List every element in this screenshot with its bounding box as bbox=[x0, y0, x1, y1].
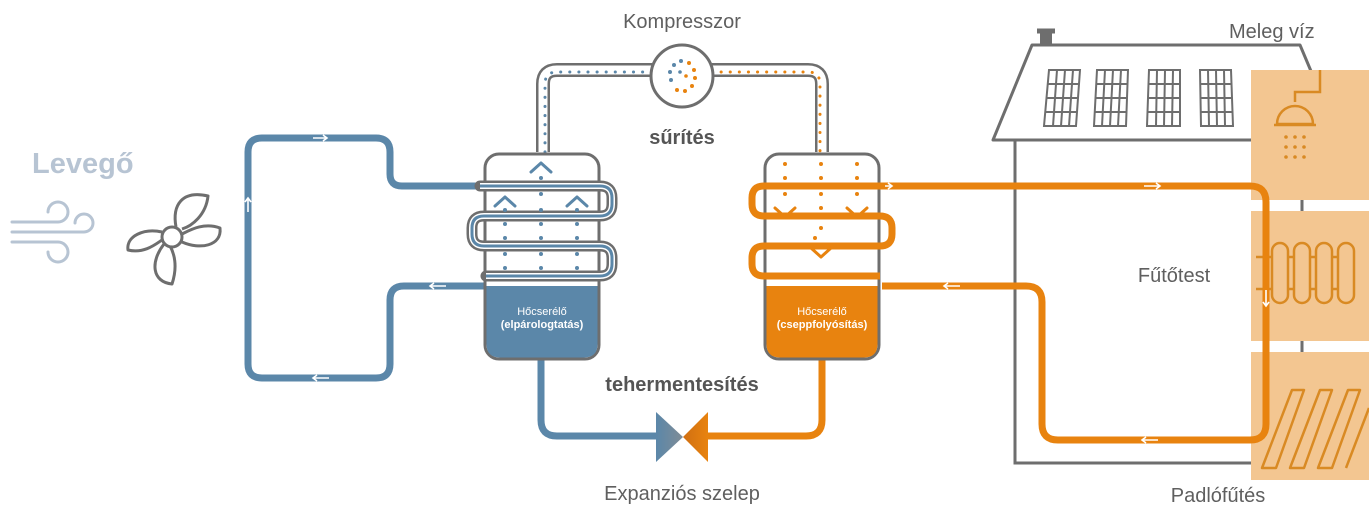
compression-label: sűrítés bbox=[649, 127, 715, 149]
evaporator bbox=[466, 152, 618, 361]
compressor bbox=[649, 43, 715, 109]
evaporator-dots bbox=[503, 176, 579, 270]
condenser-subtitle: (cseppfolyósítás) bbox=[776, 319, 868, 331]
up-chevrons bbox=[493, 161, 589, 208]
shower-icon bbox=[1274, 70, 1322, 159]
condenser-dots bbox=[783, 162, 859, 240]
floor-heating-panel bbox=[1251, 352, 1369, 480]
expansion-valve bbox=[656, 412, 708, 462]
solar-panel-1 bbox=[1042, 69, 1082, 127]
expansion-valve-label: Expanziós szelep bbox=[604, 483, 760, 505]
relief-label: tehermentesítés bbox=[605, 374, 759, 396]
outdoor-loop bbox=[244, 134, 486, 382]
condenser bbox=[748, 152, 896, 361]
evaporator-label: Hőcserélő (elpárologtatás) bbox=[501, 306, 584, 332]
heating-circuit bbox=[882, 182, 1270, 444]
radiator-label: Fűtőtest bbox=[1137, 265, 1211, 287]
solar-panel-3 bbox=[1145, 69, 1181, 127]
fan-icon bbox=[126, 193, 222, 286]
compressor-dots bbox=[668, 59, 697, 93]
down-chevrons bbox=[773, 206, 869, 259]
air-label: Levegő bbox=[32, 148, 134, 180]
solar-panels bbox=[1042, 69, 1235, 127]
evaporator-title: Hőcserélő bbox=[517, 306, 567, 318]
solar-panel-2 bbox=[1092, 69, 1130, 127]
wind-icon bbox=[10, 200, 95, 264]
floor-heating-label: Padlófűtés bbox=[1170, 485, 1266, 507]
solar-panel-4 bbox=[1198, 69, 1235, 127]
radiator-panel bbox=[1251, 211, 1369, 341]
evaporator-subtitle: (elpárologtatás) bbox=[500, 319, 584, 331]
compressor-label: Kompresszor bbox=[623, 11, 741, 33]
hot-water-panel bbox=[1251, 70, 1369, 200]
house-roof bbox=[991, 43, 1342, 142]
expansion-lines bbox=[537, 358, 826, 440]
condenser-label: Hőcserélő (cseppfolyósítás) bbox=[777, 306, 867, 332]
condenser-coil bbox=[748, 182, 896, 280]
chimney bbox=[1040, 31, 1052, 45]
condenser-title: Hőcserélő bbox=[797, 306, 847, 318]
hot-water-label: Meleg víz bbox=[1229, 21, 1315, 43]
floor-heating-icon bbox=[1260, 388, 1369, 470]
compressor-lines bbox=[536, 63, 829, 154]
